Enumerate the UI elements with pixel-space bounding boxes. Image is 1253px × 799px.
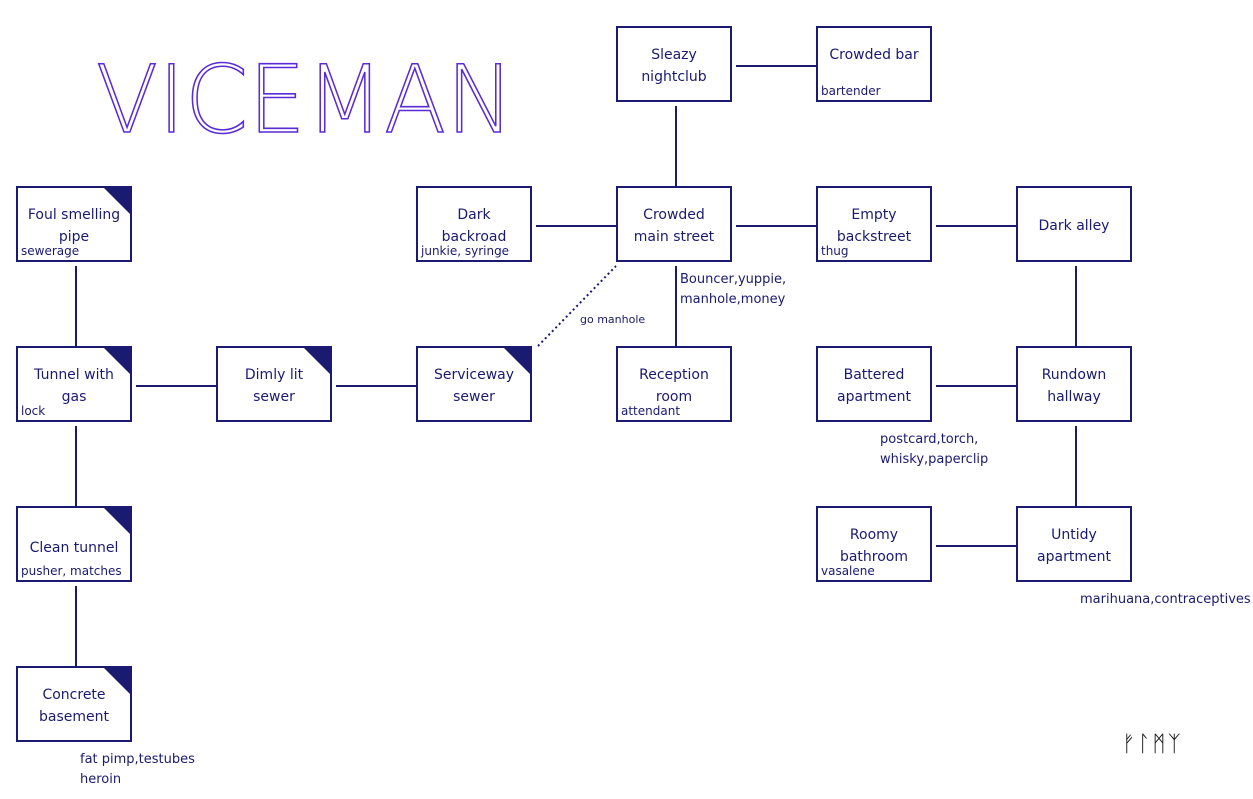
room-name: Sleazy nightclub bbox=[641, 47, 707, 85]
room-items: junkie, syringe bbox=[421, 244, 510, 258]
room-name: Clean tunnel bbox=[29, 540, 119, 556]
corner-flag-icon bbox=[103, 187, 131, 215]
room-rundown-hallway: Rundown hallway bbox=[1016, 346, 1132, 422]
room-name: Reception room bbox=[639, 367, 709, 405]
battered-apartment-items: postcard,torch, whisky,paperclip bbox=[880, 432, 989, 467]
room-name: Crowded bar bbox=[829, 47, 919, 63]
title-text: VICEMAN bbox=[96, 52, 514, 136]
room-name: Foul smelling pipe bbox=[27, 207, 121, 245]
room-name: Untidy apartment bbox=[1037, 527, 1111, 565]
link-manhole-dotted bbox=[537, 265, 617, 347]
go-manhole-label: go manhole bbox=[580, 313, 646, 326]
concrete-basement-items: fat pimp,testubes heroin bbox=[80, 752, 195, 787]
corner-flag-icon bbox=[303, 347, 331, 375]
room-dark-alley: Dark alley bbox=[1016, 186, 1132, 262]
room-items: lock bbox=[21, 404, 46, 418]
room-name: Tunnel with gas bbox=[34, 367, 114, 405]
room-items: vasalene bbox=[821, 564, 875, 578]
untidy-apartment-items: marihuana,contraceptives bbox=[1080, 592, 1251, 607]
room-name: Concrete basement bbox=[39, 687, 109, 725]
corner-flag-icon bbox=[103, 507, 131, 535]
room-dark-backroad: Dark backroad junkie, syringe bbox=[416, 186, 532, 262]
room-name: Roomy bathroom bbox=[839, 527, 909, 565]
room-tunnel-with-gas: Tunnel with gas lock bbox=[16, 346, 132, 422]
room-items: attendant bbox=[621, 404, 681, 418]
room-items: pusher, matches bbox=[21, 564, 122, 578]
room-name: Battered apartment bbox=[837, 367, 911, 405]
corner-flag-icon bbox=[503, 347, 531, 375]
room-concrete-basement: Concrete basement bbox=[16, 666, 132, 742]
room-foul-smelling-pipe: Foul smelling pipe sewerage bbox=[16, 186, 132, 262]
room-items: bartender bbox=[821, 84, 881, 98]
room-battered-apartment: Battered apartment bbox=[816, 346, 932, 422]
main-street-items: Bouncer,yuppie, manhole,money bbox=[680, 272, 787, 307]
room-dimly-lit-sewer: Dimly lit sewer bbox=[216, 346, 332, 422]
room-untidy-apartment: Untidy apartment bbox=[1016, 506, 1132, 582]
room-name: Empty backstreet bbox=[836, 207, 912, 245]
room-sleazy-nightclub: Sleazy nightclub bbox=[616, 26, 732, 102]
corner-flag-icon bbox=[103, 347, 131, 375]
signature: ᚠᛚᛗᛉ bbox=[1122, 732, 1183, 757]
room-reception-room: Reception room attendant bbox=[616, 346, 732, 422]
corner-flag-icon bbox=[103, 667, 131, 695]
room-name: Rundown hallway bbox=[1041, 367, 1107, 405]
room-items: sewerage bbox=[21, 244, 80, 258]
room-items: thug bbox=[821, 244, 849, 258]
room-roomy-bathroom: Roomy bathroom vasalene bbox=[816, 506, 932, 582]
title-logo: VICEMAN bbox=[95, 45, 516, 156]
room-clean-tunnel: Clean tunnel pusher, matches bbox=[16, 506, 132, 582]
room-serviceway-sewer: Serviceway sewer bbox=[416, 346, 532, 422]
room-name: Dark alley bbox=[1038, 218, 1110, 234]
room-name: Serviceway sewer bbox=[433, 367, 515, 405]
room-name: Dimly lit sewer bbox=[244, 367, 304, 405]
room-name: Dark backroad bbox=[441, 207, 507, 245]
room-name: Crowded main street bbox=[633, 207, 715, 245]
room-crowded-main-street: Crowded main street bbox=[616, 186, 732, 262]
room-crowded-bar: Crowded bar bartender bbox=[816, 26, 932, 102]
room-empty-backstreet: Empty backstreet thug bbox=[816, 186, 932, 262]
